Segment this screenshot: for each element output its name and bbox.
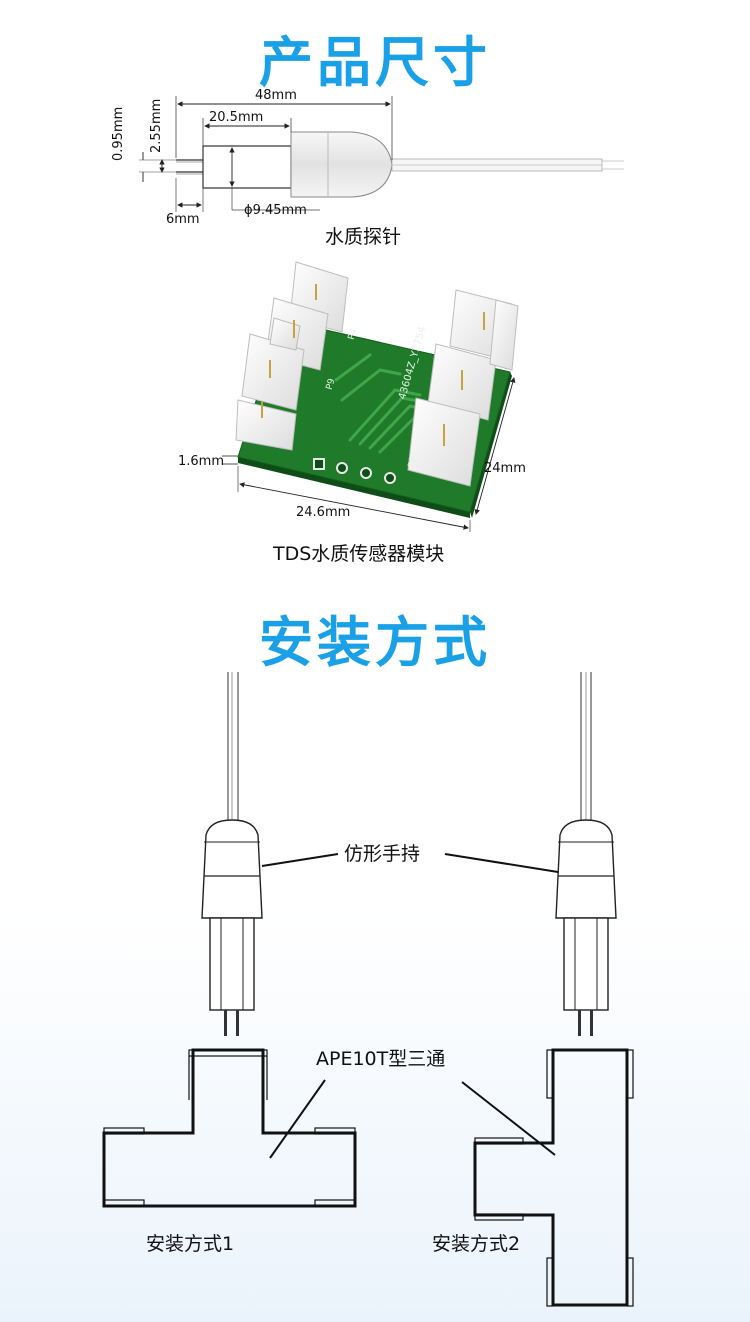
dim-board-width: 24.6mm xyxy=(296,505,351,520)
label-install-method-1: 安装方式1 xyxy=(146,1233,235,1255)
installation-background xyxy=(0,915,750,1322)
dim-body-diameter: ϕ9.45mm xyxy=(244,203,307,218)
dim-board-depth: 24mm xyxy=(484,461,526,476)
tee-fitting-2 xyxy=(473,1048,634,1307)
probe-drawing xyxy=(139,96,624,212)
label-handle: 仿形手持 xyxy=(344,843,421,865)
heading-product-dimensions: 产品尺寸 xyxy=(259,31,491,94)
dim-total-length: 48mm xyxy=(255,88,297,103)
dim-pin-spacing: 2.55mm xyxy=(149,98,164,153)
leader-lines xyxy=(261,853,559,1159)
tee-fitting-1 xyxy=(102,1048,357,1208)
label-tee-fitting: APE10T型三通 xyxy=(316,1048,446,1070)
label-install-method-2: 安装方式2 xyxy=(432,1233,521,1255)
dim-pin-diameter: 0.95mm xyxy=(111,106,126,161)
tds-module-drawing xyxy=(222,261,519,532)
dim-pin-length: 6mm xyxy=(166,212,200,227)
dim-tip-length: 20.5mm xyxy=(209,110,264,125)
install-probe-1 xyxy=(201,672,263,1036)
install-probe-2 xyxy=(555,672,617,1036)
dim-board-thickness: 1.6mm xyxy=(178,454,225,469)
caption-tds-module: TDS水质传感器模块 xyxy=(273,543,445,565)
caption-water-probe: 水质探针 xyxy=(325,226,402,248)
heading-installation-method: 安装方式 xyxy=(259,611,491,674)
